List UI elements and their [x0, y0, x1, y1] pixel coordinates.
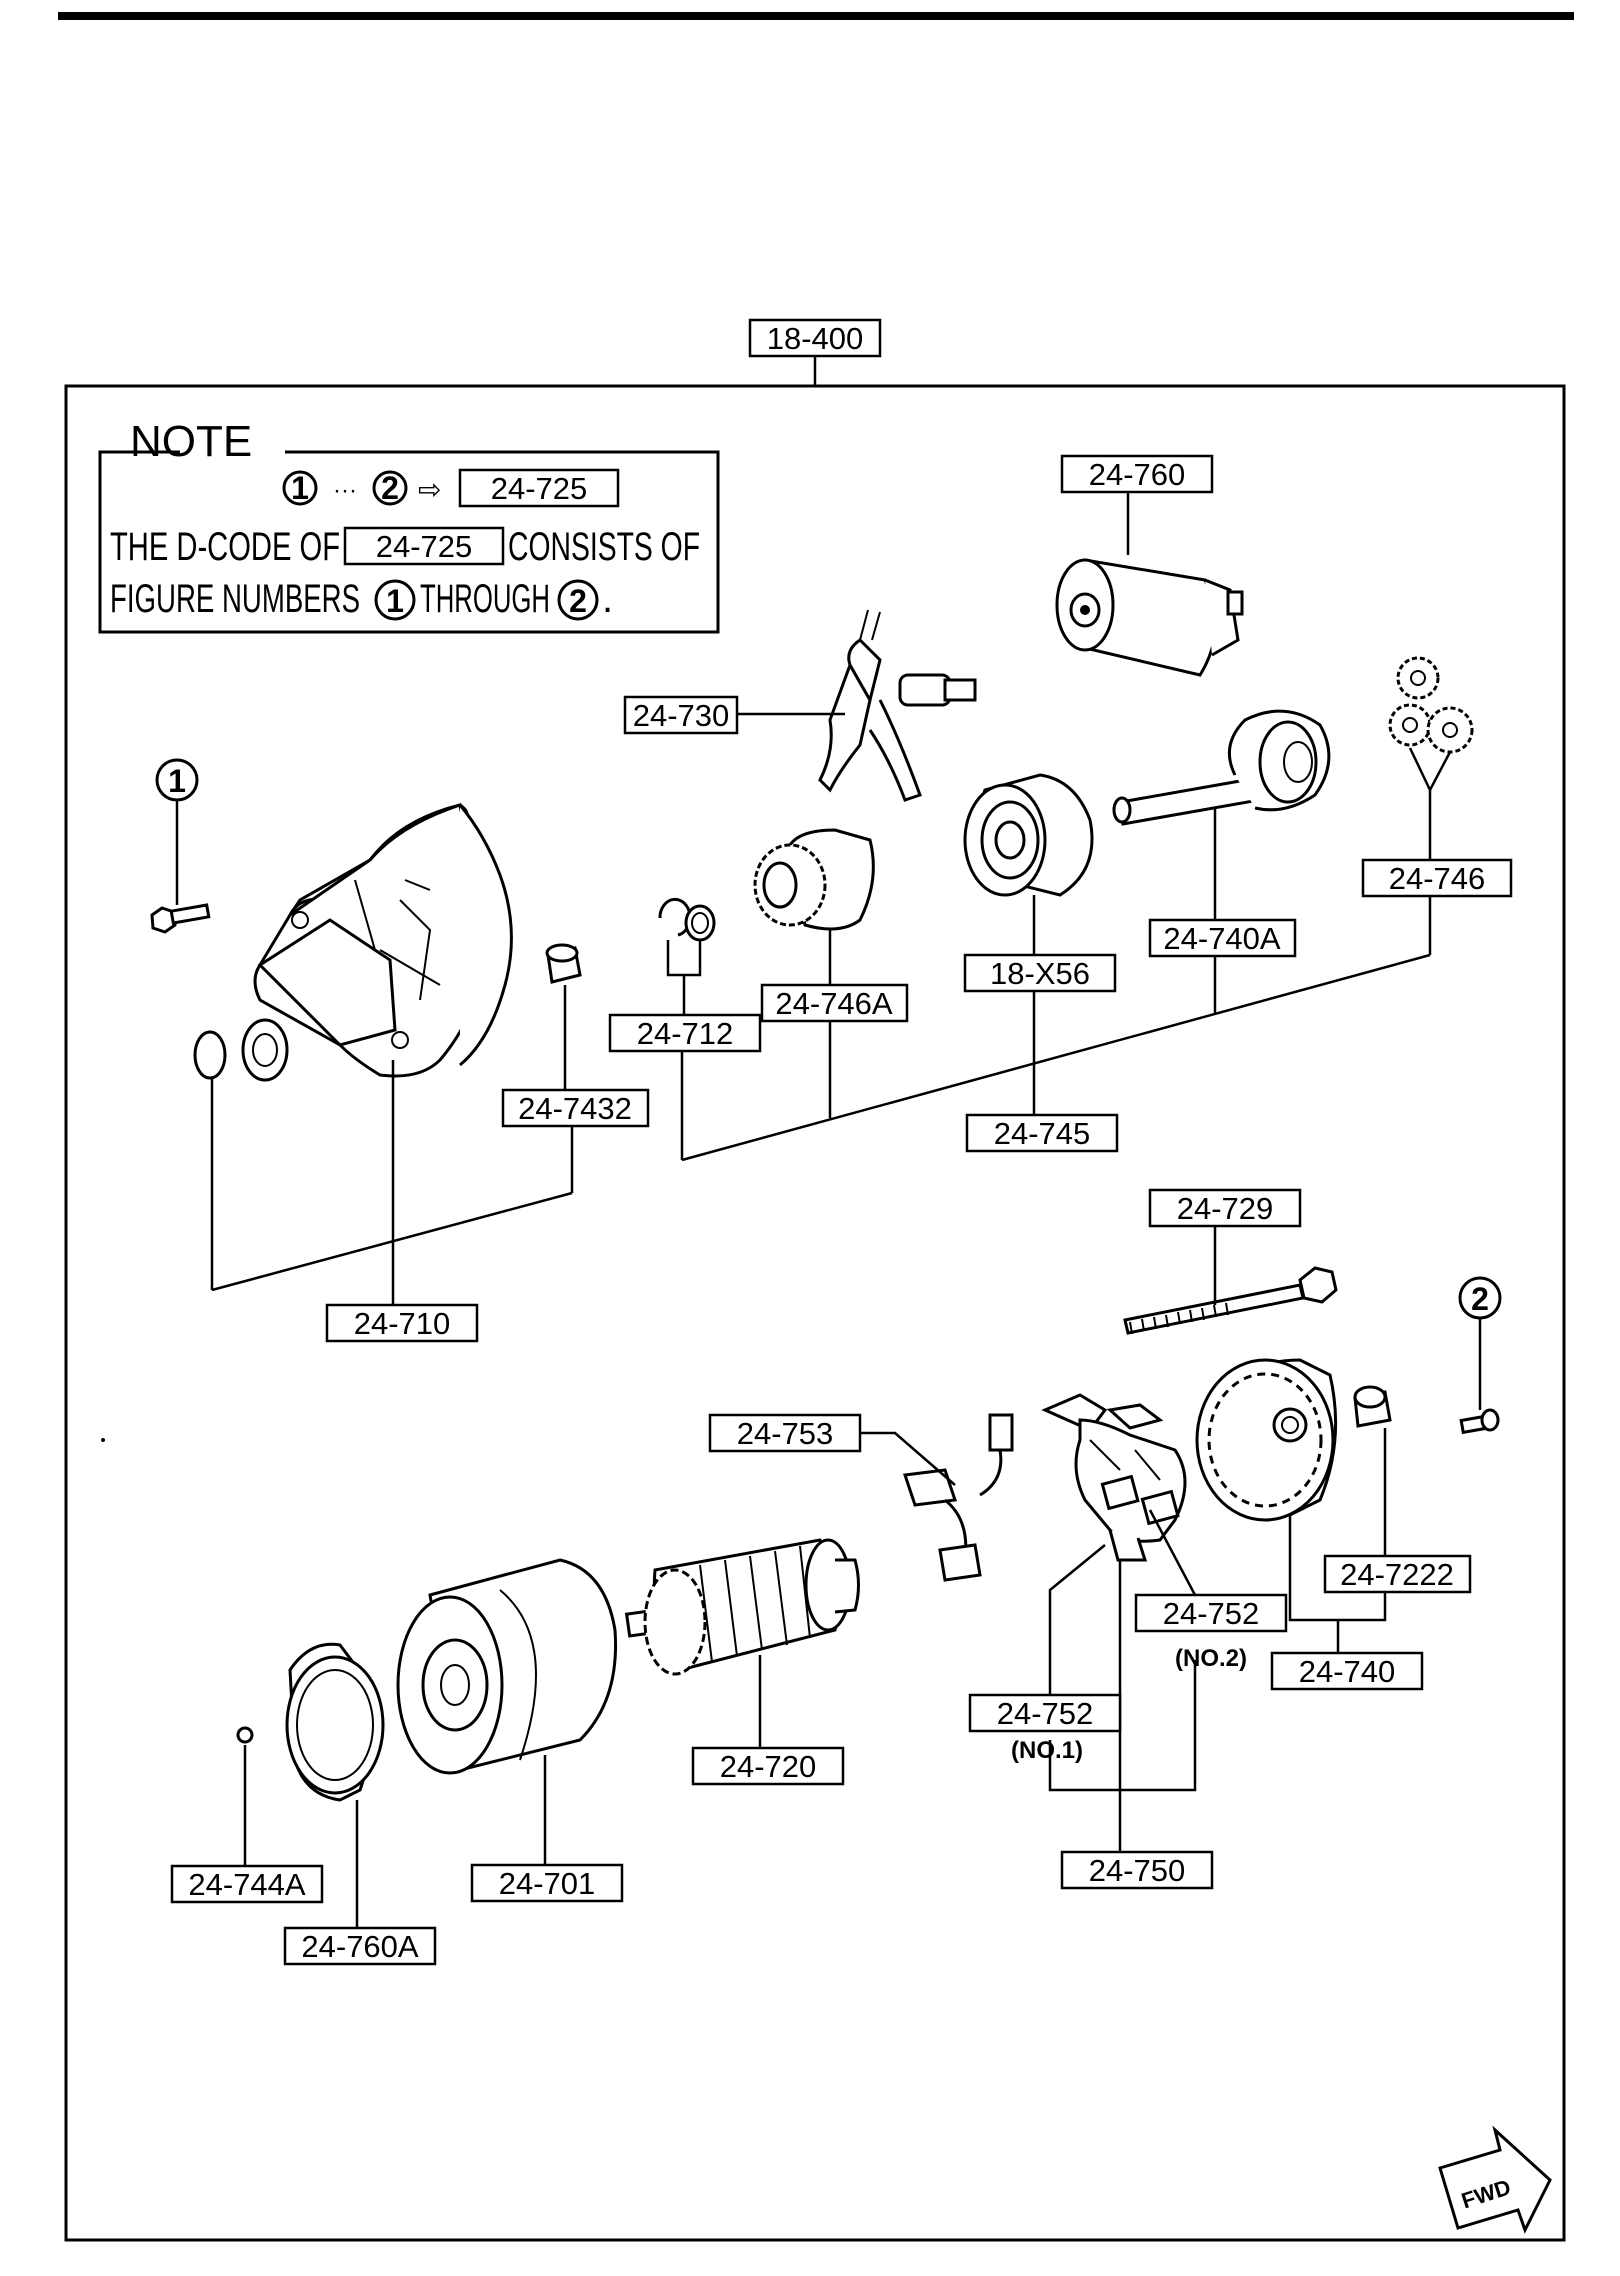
svg-text:24-725: 24-725 — [491, 471, 588, 506]
svg-text:24-750: 24-750 — [1089, 1853, 1186, 1888]
svg-text:FIGURE NUMBERS: FIGURE NUMBERS — [110, 577, 360, 621]
svg-text:24-710: 24-710 — [354, 1306, 451, 1341]
svg-text:18-X56: 18-X56 — [990, 956, 1090, 991]
label-24-752-no1[interactable]: 24-752 — [968, 1693, 1122, 1733]
internal-gear-part — [963, 773, 1094, 897]
label-24-740A[interactable]: 24-740A — [1148, 918, 1297, 958]
top-rule — [58, 12, 1574, 20]
through-bolt-part — [1123, 1266, 1338, 1335]
planetary-gears-part — [1388, 656, 1474, 754]
label-24-720[interactable]: 24-720 — [691, 1746, 845, 1786]
svg-text:2: 2 — [381, 470, 399, 506]
svg-text:24-753: 24-753 — [737, 1416, 834, 1451]
yoke-part — [396, 1558, 618, 1775]
svg-text:24-740A: 24-740A — [1163, 921, 1281, 956]
svg-text:⇨: ⇨ — [418, 474, 441, 505]
label-24-750[interactable]: 24-750 — [1060, 1850, 1214, 1890]
washer-part — [236, 1726, 254, 1744]
brush-holder-part — [1041, 1393, 1187, 1562]
label-24-729[interactable]: 24-729 — [1148, 1188, 1302, 1228]
label-24-740[interactable]: 24-740 — [1270, 1651, 1424, 1691]
svg-text:24-746A: 24-746A — [775, 986, 893, 1021]
label-24-710[interactable]: 24-710 — [325, 1303, 479, 1343]
svg-text:.: . — [602, 577, 613, 621]
svg-text:1: 1 — [386, 583, 404, 619]
label-24-744A[interactable]: 24-744A — [170, 1864, 324, 1904]
label-24-7432[interactable]: 24-7432 — [501, 1088, 650, 1128]
svg-text:1: 1 — [168, 763, 186, 799]
svg-text:24-746: 24-746 — [1389, 861, 1486, 896]
starter-housing-part — [241, 803, 513, 1082]
svg-text:18-400: 18-400 — [767, 321, 864, 356]
sublabel-no2: (NO.2) — [1175, 1645, 1247, 1672]
label-24-760[interactable]: 24-760 — [1060, 454, 1214, 494]
label-24-752-no2[interactable]: 24-752 — [1134, 1593, 1288, 1633]
label-18-X56[interactable]: 18-X56 — [963, 953, 1117, 993]
clip-ring-part — [658, 897, 716, 942]
svg-text:24-701: 24-701 — [499, 1866, 596, 1901]
svg-text:2: 2 — [1471, 1281, 1489, 1317]
svg-text:24-720: 24-720 — [720, 1749, 817, 1784]
fwd-arrow-icon: FWD — [1438, 2125, 1552, 2234]
label-24-746A[interactable]: 24-746A — [760, 983, 909, 1023]
label-24-760A[interactable]: 24-760A — [283, 1926, 437, 1966]
callout-1[interactable]: 1 — [155, 758, 199, 802]
leader-lines — [175, 492, 1482, 1928]
o-ring-part — [193, 1030, 227, 1080]
svg-text:···: ··· — [333, 477, 357, 504]
svg-text:24-712: 24-712 — [637, 1016, 734, 1051]
screw-2-part — [1459, 1408, 1500, 1435]
armature-part — [624, 1538, 860, 1676]
bolt-1-part — [150, 903, 211, 934]
bushing-part — [545, 943, 582, 984]
planet-carrier-shaft-part — [1112, 709, 1331, 826]
svg-text:THE D-CODE OF: THE D-CODE OF — [110, 525, 340, 569]
svg-text:24-752: 24-752 — [997, 1696, 1094, 1731]
brush-part — [902, 1413, 1014, 1582]
svg-text:CONSISTS OF: CONSISTS OF — [508, 525, 700, 569]
svg-text:24-760A: 24-760A — [301, 1929, 419, 1964]
label-24-712[interactable]: 24-712 — [608, 1013, 762, 1053]
note-title: NOTE — [130, 417, 252, 466]
svg-text:THROUGH: THROUGH — [420, 577, 550, 621]
svg-text:1: 1 — [291, 470, 309, 506]
label-24-701[interactable]: 24-701 — [470, 1863, 624, 1903]
label-24-745[interactable]: 24-745 — [965, 1113, 1119, 1153]
label-24-7222[interactable]: 24-7222 — [1323, 1554, 1472, 1594]
svg-text:24-729: 24-729 — [1177, 1191, 1274, 1226]
svg-text:24-730: 24-730 — [633, 698, 730, 733]
stray-dot — [101, 1438, 105, 1442]
svg-text:24-744A: 24-744A — [188, 1867, 306, 1902]
end-frame-part — [1195, 1358, 1338, 1522]
svg-text:24-725: 24-725 — [376, 529, 473, 564]
label-18-400[interactable]: 18-400 — [748, 318, 882, 358]
svg-text:24-740: 24-740 — [1299, 1654, 1396, 1689]
svg-text:24-752: 24-752 — [1163, 1596, 1260, 1631]
solenoid-part — [1055, 558, 1244, 677]
label-24-746[interactable]: 24-746 — [1361, 858, 1513, 898]
label-24-753[interactable]: 24-753 — [708, 1413, 862, 1453]
end-frame-bushing-part — [1353, 1385, 1392, 1428]
sublabel-no1: (NO.1) — [1011, 1737, 1083, 1764]
shift-lever-part — [818, 609, 977, 802]
overrunning-clutch-part — [753, 828, 875, 931]
svg-text:2: 2 — [569, 583, 587, 619]
note-box: NOTE 1 ··· 2 ⇨ 24-725 THE D-CODE OF 24-7… — [98, 417, 720, 634]
callout-2[interactable]: 2 — [1458, 1276, 1502, 1320]
svg-text:24-7432: 24-7432 — [518, 1091, 632, 1126]
svg-text:24-745: 24-745 — [994, 1116, 1091, 1151]
svg-text:24-760: 24-760 — [1089, 457, 1186, 492]
svg-text:24-7222: 24-7222 — [1340, 1557, 1454, 1592]
end-cover-part — [285, 1642, 385, 1802]
label-24-730[interactable]: 24-730 — [623, 695, 739, 735]
